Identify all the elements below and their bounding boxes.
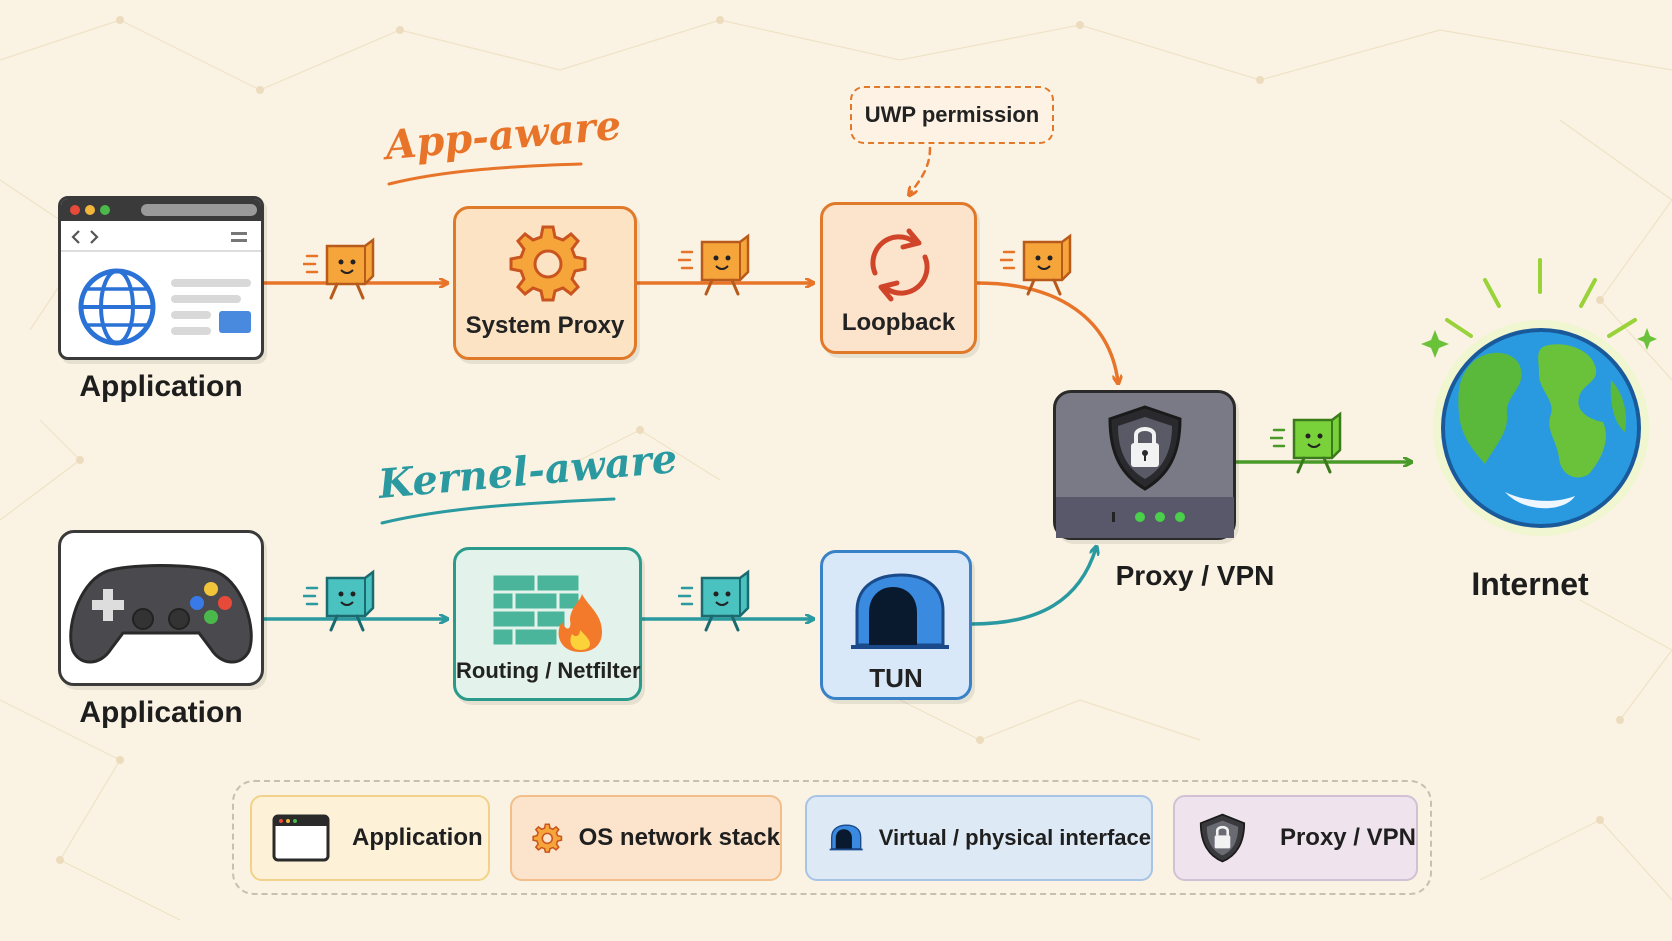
tunnel-icon: [851, 573, 949, 649]
shield-lock-icon: [1199, 813, 1246, 863]
kernel-aware-underline: [380, 497, 616, 525]
system-proxy-box: System Proxy: [453, 206, 637, 360]
legend-label-application: Application: [352, 824, 483, 851]
packet-green: [1270, 411, 1342, 474]
uwp-permission-label: UWP permission: [864, 102, 1040, 127]
legend: [232, 780, 1432, 895]
packet-teal-1: [303, 569, 375, 632]
routing-netfilter-box: Routing / Netfilter: [453, 547, 642, 701]
internet-label: Internet: [1471, 566, 1589, 602]
app-gamepad-box: [58, 530, 264, 686]
packet-teal-2: [678, 569, 750, 632]
legend-label-proxy-vpn: Proxy / VPN: [1279, 824, 1416, 851]
legend-item-os-network-stack: OS network stack: [510, 795, 782, 881]
app2-label: Application: [79, 696, 243, 729]
uwp-permission-box: UWP permission: [850, 86, 1054, 144]
app1-label: Application: [79, 370, 243, 403]
legend-item-proxy-vpn: Proxy / VPN: [1173, 795, 1418, 881]
loopback-label: Loopback: [841, 309, 956, 336]
arrow-tun-to-proxy: [970, 548, 1096, 626]
gear-icon: [509, 225, 587, 302]
app-aware-underline: [387, 162, 583, 186]
proxy-vpn-label: Proxy / VPN: [1115, 560, 1275, 591]
tun-label: TUN: [869, 663, 923, 693]
proxy-vpn-device: [1053, 390, 1236, 540]
system-proxy-label: System Proxy: [465, 312, 625, 339]
packet-orange-2: [678, 233, 750, 296]
gear-icon: [532, 823, 563, 853]
legend-label-interface: Virtual / physical interface: [878, 825, 1151, 850]
tunnel-icon: [829, 824, 863, 851]
legend-label-os-network-stack: OS network stack: [578, 824, 780, 851]
loopback-box: Loopback: [820, 202, 977, 354]
firewall-icon: [492, 574, 602, 652]
globe-icon: [1421, 258, 1657, 536]
browser-window-icon: [272, 814, 330, 862]
packet-orange-3: [1000, 233, 1072, 296]
browser-window-icon: [61, 199, 261, 346]
arrow-loopback-to-proxy: [975, 281, 1118, 382]
shield-lock-icon: [1056, 405, 1234, 538]
tun-box: TUN: [820, 550, 972, 700]
app-browser-window: [58, 196, 264, 360]
packet-orange-1: [303, 237, 375, 300]
legend-item-interface: Virtual / physical interface: [805, 795, 1153, 881]
legend-item-application: Application: [250, 795, 490, 881]
arrow-uwp-to-loopback: [910, 146, 932, 194]
gamepad-icon: [69, 564, 253, 664]
routing-netfilter-label: Routing / Netfilter: [456, 658, 641, 683]
loop-arrows-icon: [870, 228, 930, 302]
